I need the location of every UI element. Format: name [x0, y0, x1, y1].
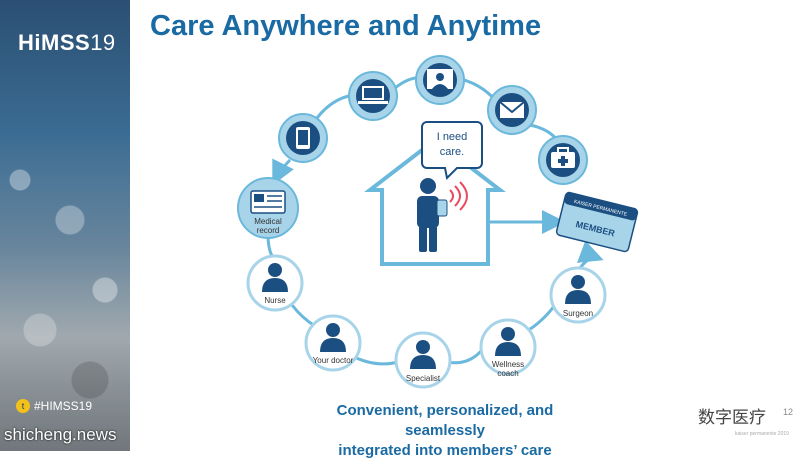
medical-record-node: Medical record: [237, 177, 299, 239]
surgeon-label: Surgeon: [563, 309, 593, 318]
email-node: [487, 85, 537, 135]
nurse-label: Nurse: [264, 296, 286, 305]
medical-record-label-1: Medical: [254, 217, 282, 226]
bubble-line-1: I need: [437, 131, 468, 143]
himss-logo: HiMSS19: [18, 30, 116, 55]
care-diagram: I need care.: [237, 55, 639, 389]
copyright-text: kaiser permanente 2019: [735, 431, 789, 437]
footer-line-1: Convenient, personalized, and seamlessly: [336, 402, 554, 439]
slide-number: 12: [783, 407, 794, 417]
slide-footer: Convenient, personalized, and seamlessly…: [295, 401, 595, 461]
video-visit-node: [415, 55, 465, 105]
first-aid-node: [538, 135, 588, 185]
surgeon-icon: [565, 275, 591, 304]
specialist-icon: [410, 340, 436, 369]
doctor-icon: [320, 323, 346, 352]
twitter-icon: t: [16, 399, 30, 413]
smartphone-node: [278, 113, 328, 163]
speech-bubble: I need care.: [421, 121, 483, 181]
your-doctor-label: Your doctor: [313, 356, 354, 365]
wellness-coach-label-2: coach: [497, 369, 518, 378]
wechat-watermark: 数字医疗: [698, 408, 766, 427]
member-person-icon: [417, 178, 448, 252]
medical-record-label-2: record: [257, 226, 280, 235]
wellness-coach-label-1: Wellness: [492, 360, 524, 369]
wellness-coach-icon: [495, 327, 521, 356]
your-doctor-node: Your doctor: [304, 314, 362, 372]
specialist-label: Specialist: [406, 374, 441, 383]
slide-title: Care Anywhere and Anytime: [150, 10, 542, 42]
hashtag-text: #HIMSS19: [34, 399, 93, 413]
nurse-node: Nurse: [246, 254, 304, 312]
member-card: KAISER PERMANENTE MEMBER: [555, 191, 639, 253]
specialist-node: Specialist: [394, 331, 452, 389]
surgeon-node: Surgeon: [549, 266, 607, 324]
sidebar-photo-panel: HiMSS19 t #HIMSS19 shicheng.news: [0, 0, 130, 451]
source-watermark: shicheng.news: [4, 425, 117, 444]
wellness-coach-node: Wellness coach: [479, 318, 537, 378]
laptop-node: [348, 71, 398, 121]
nurse-icon: [262, 263, 288, 292]
footer-line-2: integrated into members’ care: [338, 442, 552, 459]
bubble-line-2: care.: [440, 146, 464, 158]
wifi-signal-icon: [449, 181, 468, 211]
